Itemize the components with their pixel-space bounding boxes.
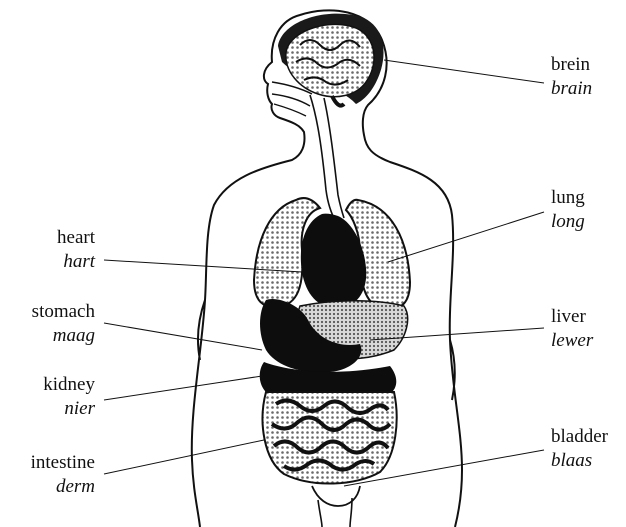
label-stomach-secondary: maag <box>32 324 95 348</box>
label-intestine-secondary: derm <box>31 475 95 499</box>
label-heart-secondary: hart <box>57 250 95 274</box>
leader-intestine <box>104 440 264 474</box>
label-lung: lung long <box>551 186 585 234</box>
label-liver-primary: liver <box>551 305 593 329</box>
label-brain-primary: brein <box>551 53 592 77</box>
leader-stomach <box>104 323 262 350</box>
label-bladder-primary: bladder <box>551 425 608 449</box>
label-brain: brein brain <box>551 53 592 101</box>
label-bladder-secondary: blaas <box>551 449 608 473</box>
label-kidney: kidney nier <box>43 373 95 421</box>
leader-kidney <box>104 376 262 400</box>
label-lung-secondary: long <box>551 210 585 234</box>
label-stomach: stomach maag <box>32 300 95 348</box>
leader-lung <box>388 212 544 262</box>
leader-brain <box>384 60 544 83</box>
label-lung-primary: lung <box>551 186 585 210</box>
label-heart-primary: heart <box>57 226 95 250</box>
label-bladder: bladder blaas <box>551 425 608 473</box>
label-intestine-primary: intestine <box>31 451 95 475</box>
label-liver-secondary: lewer <box>551 329 593 353</box>
label-stomach-primary: stomach <box>32 300 95 324</box>
label-intestine: intestine derm <box>31 451 95 499</box>
label-kidney-primary: kidney <box>43 373 95 397</box>
label-liver: liver lewer <box>551 305 593 353</box>
label-brain-secondary: brain <box>551 77 592 101</box>
label-kidney-secondary: nier <box>43 397 95 421</box>
label-heart: heart hart <box>57 226 95 274</box>
